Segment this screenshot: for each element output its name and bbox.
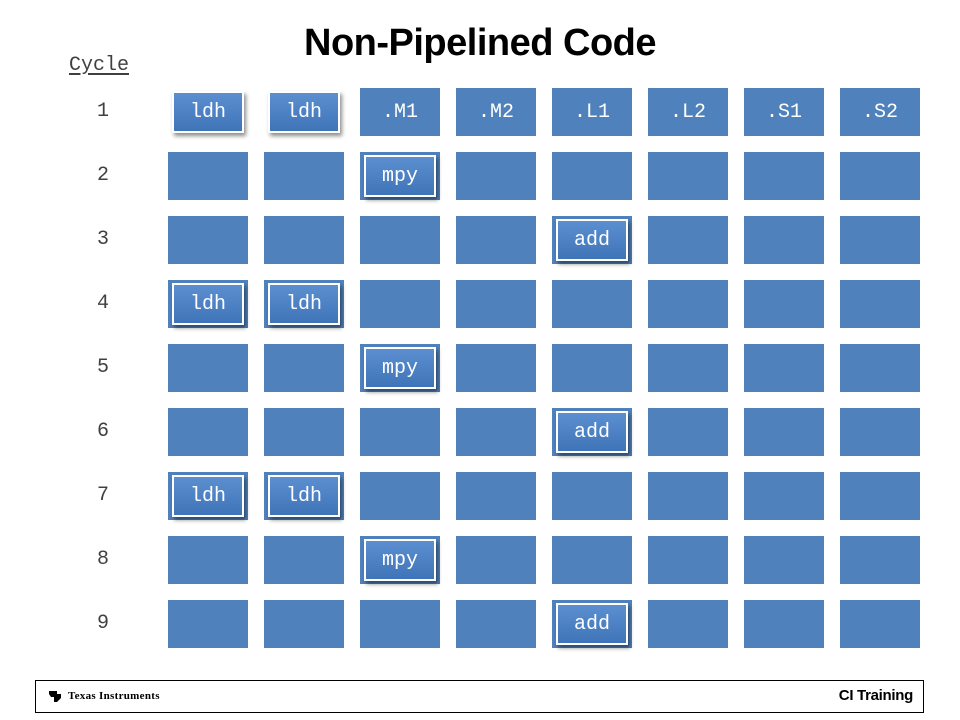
instruction-box: mpy bbox=[364, 539, 436, 581]
instruction-box: add bbox=[556, 219, 628, 261]
cycle-column-header: Cycle bbox=[69, 54, 130, 77]
grid-cell bbox=[840, 216, 920, 264]
grid-cell bbox=[360, 280, 440, 328]
grid-cell bbox=[456, 280, 536, 328]
unit-header-cell: .L1 bbox=[552, 88, 632, 136]
instruction-box: ldh bbox=[268, 475, 340, 517]
grid-cell bbox=[168, 216, 248, 264]
grid-cell bbox=[744, 152, 824, 200]
grid-cell bbox=[552, 152, 632, 200]
grid-cell bbox=[456, 600, 536, 648]
grid-cell bbox=[744, 280, 824, 328]
grid-cell bbox=[648, 600, 728, 648]
grid-cell bbox=[264, 408, 344, 456]
instruction-box: ldh bbox=[268, 283, 340, 325]
grid-cell bbox=[744, 408, 824, 456]
cycle-number: 9 bbox=[96, 612, 109, 635]
grid-cell bbox=[168, 344, 248, 392]
grid-cell bbox=[360, 216, 440, 264]
grid-cell bbox=[360, 472, 440, 520]
grid-cell bbox=[840, 152, 920, 200]
cycle-number: 4 bbox=[96, 292, 109, 315]
grid-cell bbox=[552, 280, 632, 328]
instruction-box: mpy bbox=[364, 155, 436, 197]
instruction-box: add bbox=[556, 411, 628, 453]
grid-cell bbox=[840, 536, 920, 584]
unit-header-cell: .M2 bbox=[456, 88, 536, 136]
unit-header-cell: .S2 bbox=[840, 88, 920, 136]
texas-instruments-logo-icon bbox=[49, 691, 61, 702]
grid-cell bbox=[648, 472, 728, 520]
grid-cell bbox=[840, 280, 920, 328]
cycle-number: 5 bbox=[96, 356, 109, 379]
grid-cell bbox=[168, 536, 248, 584]
grid-cell bbox=[648, 280, 728, 328]
grid-cell bbox=[456, 152, 536, 200]
instruction-box: mpy bbox=[364, 347, 436, 389]
grid-cell bbox=[744, 472, 824, 520]
slide-title: Non-Pipelined Code bbox=[304, 22, 657, 64]
grid-cell bbox=[264, 536, 344, 584]
instruction-box: add bbox=[556, 603, 628, 645]
grid-cell bbox=[264, 152, 344, 200]
grid-cell bbox=[456, 344, 536, 392]
grid-cell bbox=[552, 344, 632, 392]
cycle-number: 6 bbox=[96, 420, 109, 443]
grid-cell bbox=[456, 216, 536, 264]
grid-cell bbox=[648, 536, 728, 584]
grid-cell bbox=[456, 536, 536, 584]
grid-cell bbox=[168, 408, 248, 456]
grid-cell bbox=[168, 600, 248, 648]
grid-cell bbox=[840, 472, 920, 520]
unit-header-cell: .S1 bbox=[744, 88, 824, 136]
unit-header-cell: .L2 bbox=[648, 88, 728, 136]
instruction-box: ldh bbox=[268, 91, 340, 133]
texas-instruments-text: Texas Instruments bbox=[68, 690, 160, 702]
grid-cell bbox=[648, 152, 728, 200]
grid-cell bbox=[360, 408, 440, 456]
cycle-number: 1 bbox=[96, 100, 109, 123]
grid-cell bbox=[552, 472, 632, 520]
grid-cell bbox=[648, 344, 728, 392]
grid-cell bbox=[744, 344, 824, 392]
texas-instruments-logo: Texas Instruments bbox=[48, 689, 160, 703]
grid-cell bbox=[840, 408, 920, 456]
cycle-number: 3 bbox=[96, 228, 109, 251]
footer-bar: Texas Instruments CI Training bbox=[35, 680, 924, 713]
grid-cell bbox=[744, 216, 824, 264]
instruction-box: ldh bbox=[172, 283, 244, 325]
grid-cell bbox=[648, 216, 728, 264]
ci-training-label: CI Training bbox=[838, 687, 914, 704]
grid-cell bbox=[456, 408, 536, 456]
instruction-box: ldh bbox=[172, 91, 244, 133]
unit-header-cell: .M1 bbox=[360, 88, 440, 136]
grid-cell bbox=[264, 216, 344, 264]
grid-cell bbox=[264, 344, 344, 392]
grid-cell bbox=[168, 152, 248, 200]
grid-cell bbox=[744, 600, 824, 648]
grid-cell bbox=[552, 536, 632, 584]
grid-cell bbox=[264, 600, 344, 648]
grid-cell bbox=[648, 408, 728, 456]
cycle-number: 8 bbox=[96, 548, 109, 571]
grid-cell bbox=[840, 600, 920, 648]
grid-cell bbox=[360, 600, 440, 648]
cycle-number: 7 bbox=[96, 484, 109, 507]
instruction-box: ldh bbox=[172, 475, 244, 517]
grid-cell bbox=[744, 536, 824, 584]
grid-cell bbox=[840, 344, 920, 392]
cycle-number: 2 bbox=[96, 164, 109, 187]
grid-cell bbox=[456, 472, 536, 520]
